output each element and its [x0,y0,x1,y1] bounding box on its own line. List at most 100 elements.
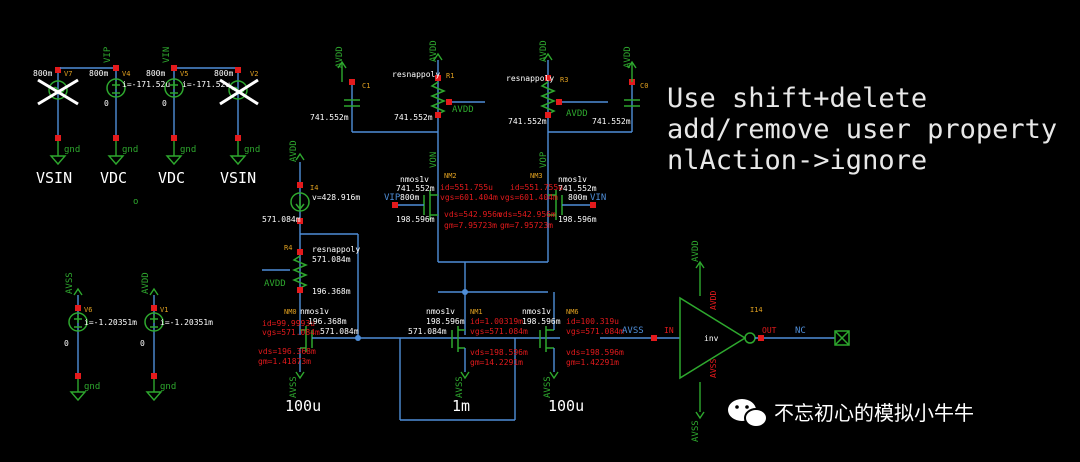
note-line-3: nlAction->ignore [667,145,927,176]
note-line-2: add/remove user property [667,114,1057,145]
svg-text:AVSS: AVSS [622,326,644,336]
svg-text:571.084m: 571.084m [408,327,447,336]
svg-text:VIN: VIN [590,193,606,203]
svg-text:AVDD: AVDD [429,40,439,62]
svg-text:741.552m: 741.552m [310,113,349,122]
label-vdc-2: VDC [158,169,185,187]
svg-text:571.084m: 571.084m [320,327,359,336]
label-vsin-left: VSIN [36,169,72,187]
inst-v2: V2 [250,70,258,78]
svg-text:198.596m: 198.596m [558,215,597,224]
svg-text:I4: I4 [310,184,318,192]
svg-text:vgs=601.404m: vgs=601.404m [500,193,558,202]
svg-text:198.596m: 198.596m [426,317,465,326]
svg-text:nmos1v: nmos1v [558,175,587,184]
svg-text:gnd: gnd [84,382,100,392]
net-vip: VIP [103,46,113,63]
svg-text:741.552m: 741.552m [592,117,631,126]
vdc-source-v5[interactable] [164,65,238,166]
svg-text:IN: IN [664,326,674,335]
svg-text:NM1: NM1 [470,308,483,316]
svg-text:gnd: gnd [64,145,80,155]
label-vdc-1: VDC [100,169,127,187]
svg-text:VOP: VOP [539,151,549,168]
capacitor-c1[interactable] [344,79,360,107]
svg-text:gm=7.95723m: gm=7.95723m [500,221,553,230]
svg-text:196.368m: 196.368m [312,287,351,296]
svg-text:resnappoly: resnappoly [506,74,554,83]
width-nm1: 1m [452,397,470,415]
svg-text:NM0: NM0 [284,308,297,316]
svg-text:C1: C1 [362,82,370,90]
svg-text:vgs=601.404m: vgs=601.404m [440,193,498,202]
svg-text:vgs=571.084m: vgs=571.084m [262,328,320,337]
svg-text:resnappoly: resnappoly [312,245,360,254]
svg-text:AVDD: AVDD [539,40,549,62]
vdc-source-v1[interactable] [144,295,164,402]
svg-text:gnd: gnd [244,145,260,155]
svg-text:800m: 800m [400,193,419,202]
svg-text:741.552m: 741.552m [396,184,435,193]
svg-text:196.368m: 196.368m [308,317,347,326]
svg-text:0: 0 [140,339,145,348]
svg-text:AVDD: AVDD [691,240,701,262]
svg-text:vgs=571.084m: vgs=571.084m [470,327,528,336]
current-v5: i=-171.52u [182,80,230,89]
vdc-source-v6[interactable] [68,295,88,402]
svg-text:AVSS: AVSS [289,376,299,398]
width-nm0: 100u [285,397,321,415]
width-nm6: 100u [548,397,584,415]
svg-text:V1: V1 [160,306,168,314]
svg-text:R1: R1 [446,72,454,80]
current-v6: i=-1.20351m [84,318,137,327]
svg-text:vds=196.368m: vds=196.368m [258,347,316,356]
svg-text:gnd: gnd [160,382,176,392]
svg-text:vds=542.956m: vds=542.956m [444,210,502,219]
svg-text:AVSS: AVSS [543,376,553,398]
svg-text:R4: R4 [284,244,292,252]
svg-text:AVDD: AVDD [264,279,286,289]
svg-text:AVDD: AVDD [289,140,299,162]
svg-text:0: 0 [162,99,167,108]
svg-text:gm=1.42291m: gm=1.42291m [566,358,619,367]
svg-text:741.552m: 741.552m [508,117,547,126]
vsin-source-v2[interactable] [219,67,259,166]
svg-text:nmos1v: nmos1v [426,307,455,316]
svg-text:741.552m: 741.552m [394,113,433,122]
svg-text:gm=1.41873m: gm=1.41873m [258,357,311,366]
svg-text:id=99.9993u: id=99.9993u [262,319,315,328]
svg-text:v=428.916m: v=428.916m [312,193,360,202]
resistor-r1[interactable] [430,75,485,118]
svg-text:I14: I14 [750,306,763,314]
svg-text:gnd: gnd [180,145,196,155]
val-v2: 800m [214,69,233,78]
resistor-r3[interactable] [540,75,608,118]
stray-o: o [133,197,138,207]
svg-text:VON: VON [429,152,439,168]
svg-text:AVDD: AVDD [623,46,633,68]
vdc-source-v4[interactable] [60,65,126,166]
nmos-nm6[interactable] [539,326,554,352]
val-v5: 800m [146,69,165,78]
nmos-nm0[interactable] [300,326,313,352]
svg-text:gm=14.2291m: gm=14.2291m [470,358,523,367]
svg-text:AVSS: AVSS [709,359,718,378]
net-vin: VIN [162,47,172,63]
svg-text:nmos1v: nmos1v [300,307,329,316]
current-source-i4[interactable] [290,182,310,224]
nmos-nm2[interactable] [392,190,438,220]
svg-text:nmos1v: nmos1v [522,307,551,316]
nmos-nm1[interactable] [451,326,465,352]
resistor-r4[interactable] [262,249,308,293]
current-v1: i=-1.20351m [160,318,213,327]
svg-text:AVDD: AVDD [335,46,345,68]
svg-text:AVDD: AVDD [709,291,718,310]
inverter-i14[interactable] [600,296,850,380]
nmos-nm3[interactable] [548,190,596,220]
svg-text:nmos1v: nmos1v [400,175,429,184]
svg-text:AVSS: AVSS [691,420,701,442]
vsin-source-v7[interactable] [37,67,79,166]
